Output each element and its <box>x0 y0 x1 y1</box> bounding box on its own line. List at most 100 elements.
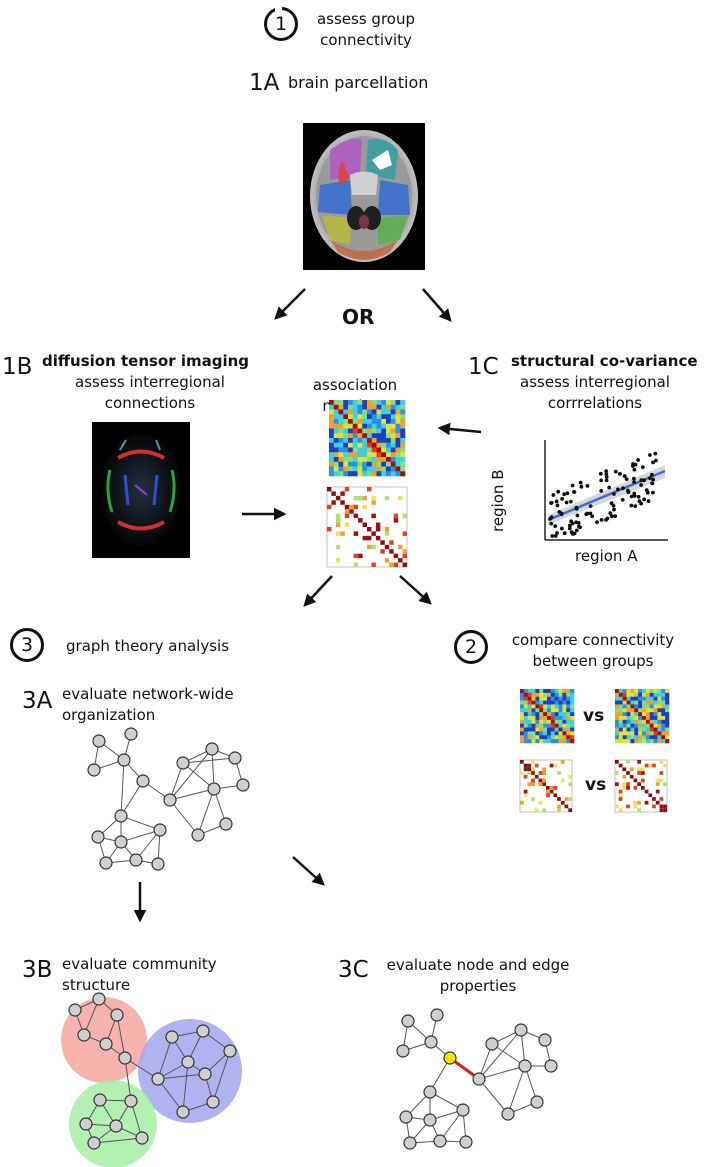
scatter-point <box>632 476 636 481</box>
sparse-cell <box>648 763 653 768</box>
heatmap-cell <box>661 716 666 721</box>
scatter-point <box>569 530 574 535</box>
sparse-cell <box>358 495 363 501</box>
heatmap-cell <box>527 700 532 705</box>
heatmap-cell <box>626 708 631 713</box>
heatmap-cell <box>630 692 635 698</box>
s3c-title: evaluate node and edge properties <box>386 956 570 995</box>
heatmap-cell <box>570 727 575 732</box>
scatter-point <box>636 458 640 462</box>
sparse-cell <box>389 562 394 567</box>
network-edge <box>212 1050 231 1103</box>
sparse-cell <box>637 767 641 772</box>
network-node <box>151 1072 165 1086</box>
heatmap-cell <box>547 712 552 717</box>
heatmap-cell <box>649 712 654 717</box>
heatmap-cell <box>634 735 639 740</box>
s1a-id: 1A <box>249 70 280 96</box>
sparse-cell <box>344 513 350 519</box>
s3b-id: 3B <box>22 957 53 983</box>
scatter-point <box>642 497 646 502</box>
heatmap-cell <box>520 719 525 725</box>
heatmap-cell <box>615 727 620 732</box>
heatmap-cell <box>547 731 552 736</box>
scatter-point <box>633 504 638 509</box>
sparse-cell <box>663 763 667 768</box>
heatmap-cell <box>520 716 525 721</box>
heatmap-cell <box>348 461 354 467</box>
sparse-cell <box>641 771 645 775</box>
heatmap-cell <box>570 716 575 721</box>
heatmap-cell <box>333 419 339 425</box>
sparse-cell <box>327 504 332 510</box>
heatmap-cell <box>630 708 635 713</box>
heatmap-cell <box>400 400 406 406</box>
heatmap-cell <box>338 438 344 444</box>
heatmap-cell <box>395 433 401 439</box>
heatmap-cell <box>371 404 377 410</box>
sparse-cell <box>538 800 543 805</box>
heatmap-cell <box>527 689 532 694</box>
scatter-point <box>569 519 573 524</box>
sparse-cell <box>527 763 532 768</box>
heatmap-cell <box>352 423 358 429</box>
heatmap-cell <box>570 735 575 740</box>
heatmap-cell <box>566 692 571 698</box>
heatmap-cell <box>338 400 344 406</box>
heatmap-cell <box>343 414 349 420</box>
heatmap-cell <box>381 400 387 406</box>
sparse-cell <box>384 544 390 550</box>
sparse-cell <box>335 495 341 501</box>
heatmap-cell <box>539 727 544 732</box>
heatmap-cell <box>543 735 548 740</box>
scatter-point <box>605 516 610 521</box>
network-edge <box>182 762 215 790</box>
heatmap-cell <box>539 723 544 728</box>
heatmap-cell <box>638 689 643 694</box>
sparse-cell <box>637 760 641 764</box>
heatmap-cell <box>649 704 654 709</box>
heatmap-cell <box>527 727 532 732</box>
heatmap-cell <box>381 414 387 420</box>
heatmap-cell <box>615 731 620 736</box>
vs-label-2: vs <box>585 775 607 795</box>
heatmap-cell <box>381 457 387 463</box>
heatmap-cell <box>352 452 358 458</box>
heatmap-cell <box>343 466 349 472</box>
heatmap-cell <box>395 466 401 472</box>
heatmap-cell <box>523 700 529 705</box>
heatmap-cell <box>642 708 647 713</box>
heatmap-cell <box>352 414 358 420</box>
sparse-cell <box>618 763 623 768</box>
network-edge <box>157 1073 206 1080</box>
heatmap-cell <box>642 739 647 744</box>
sparse-cell <box>327 487 332 492</box>
scatter-xlabel: region A <box>575 547 638 565</box>
compare-sparse-a <box>519 759 573 813</box>
heatmap-cell <box>329 419 335 425</box>
network-node <box>114 835 128 849</box>
network-node <box>223 1044 237 1058</box>
heatmap-cell <box>329 447 335 453</box>
sparse-cell <box>622 782 627 786</box>
heatmap-cell <box>381 404 387 410</box>
sparse-cell <box>371 562 376 567</box>
heatmap-cell <box>566 696 571 701</box>
scatter-point <box>554 499 559 504</box>
heatmap-cell <box>665 700 670 705</box>
sparse-cell <box>393 518 399 523</box>
heatmap-cell <box>531 719 536 725</box>
s1b-title: diffusion tensor imaging <box>42 352 250 370</box>
sparse-cell <box>648 793 653 798</box>
heatmap-cell <box>400 461 406 467</box>
heatmap-cell <box>535 689 540 694</box>
s1c-title: structural co-variance <box>511 352 698 370</box>
sparse-cell <box>335 544 341 550</box>
sparse-cell <box>371 531 376 536</box>
network-node <box>99 856 113 870</box>
heatmap-cell <box>645 712 651 717</box>
heatmap-cell <box>535 719 540 725</box>
heatmap-cell <box>520 723 525 728</box>
heatmap-cell <box>333 461 339 467</box>
sparse-cell <box>618 789 623 794</box>
